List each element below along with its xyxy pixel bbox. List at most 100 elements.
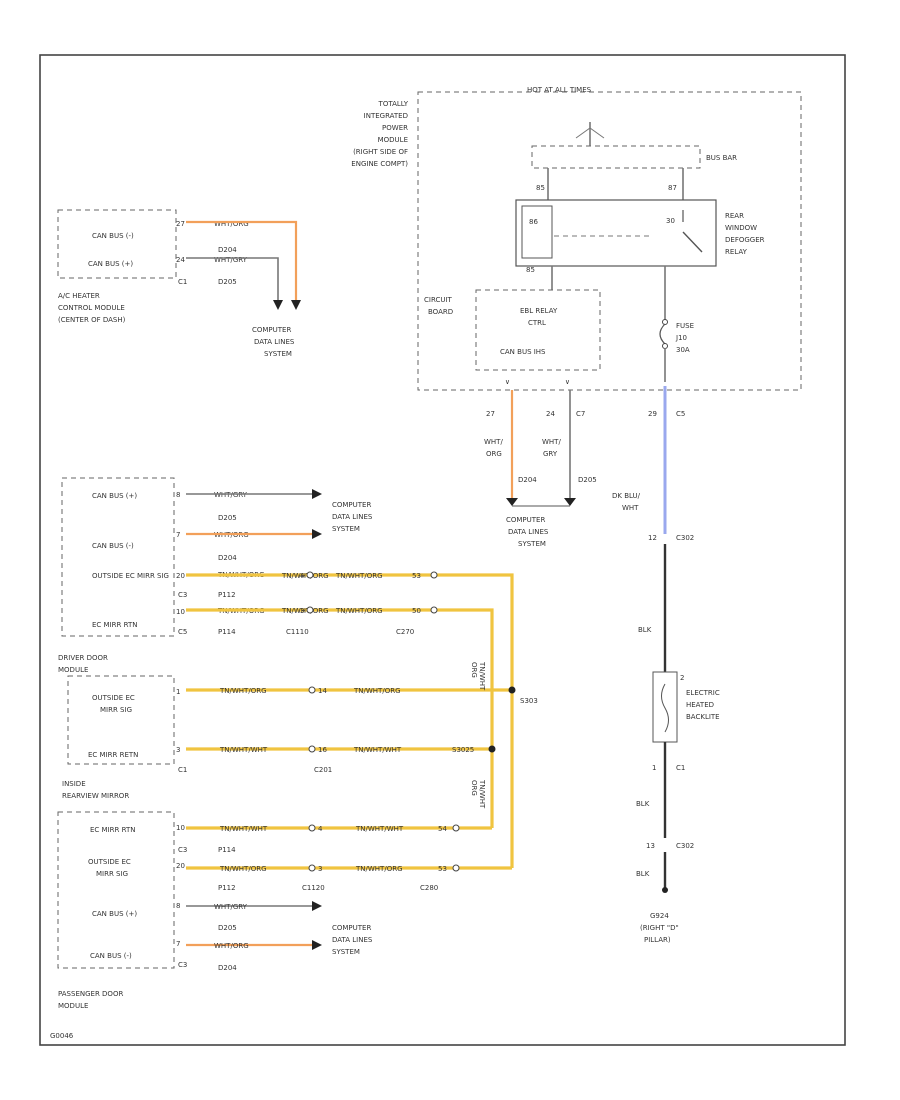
relay-pin-85: 85 xyxy=(526,266,535,274)
dkblu-color-1: DK BLU/ xyxy=(612,492,641,500)
out-pin-27-marker: ∨ xyxy=(505,378,510,386)
tipm-dest-3: SYSTEM xyxy=(518,540,546,548)
dd-arrow-minus xyxy=(312,529,322,539)
dd-row4-conn: P114 xyxy=(218,628,236,636)
pd-row2-pin: 20 xyxy=(176,862,185,870)
wire24-color-1: WHT/ xyxy=(542,438,561,446)
bus-bar-label: BUS BAR xyxy=(706,154,737,162)
dd-mirror-sig-wire xyxy=(186,573,514,868)
dd-c270: C270 xyxy=(396,628,414,636)
mirror-c1: C1 xyxy=(178,766,187,774)
dd-c1110-sig-pin xyxy=(306,571,314,579)
backlite-name-2: HEATED xyxy=(686,701,714,709)
fuse-terminal-bottom xyxy=(662,343,668,349)
dd-name-2: MODULE xyxy=(58,666,88,674)
tipm-conn-c7: C7 xyxy=(576,410,585,418)
pd-c3-b: C3 xyxy=(178,961,187,969)
mirror-row2-label: EC MIRR RETN xyxy=(88,751,138,759)
hvac-dest-2: DATA LINES xyxy=(254,338,295,346)
diagram-frame xyxy=(39,54,846,1046)
backlite-conn-c1: C1 xyxy=(676,764,685,772)
circuit-board-2: BOARD xyxy=(428,308,453,316)
backlite-name-1: ELECTRIC xyxy=(686,689,720,697)
hvac-row2-pin: 24 xyxy=(176,256,185,264)
dd-c270-sig-pin xyxy=(430,571,438,579)
tipm-boundary xyxy=(417,91,802,391)
tipm-conn-d204: D204 xyxy=(518,476,537,484)
driver-door-boundary xyxy=(61,477,175,637)
pd-row1-label: EC MIRR RTN xyxy=(90,826,135,834)
relay-pin-87: 87 xyxy=(668,184,677,192)
dd-row1-wire: WHT/GRY xyxy=(214,491,248,499)
relay-contact-switch xyxy=(682,231,703,253)
hvac-arrow-minus xyxy=(291,300,301,310)
dd-row3-conn: P112 xyxy=(218,591,236,599)
pd-row1-pin: 10 xyxy=(176,824,185,832)
mirror-row1-wire2: TN/WHT/ORG xyxy=(353,687,401,695)
dd-pin-a: 4 xyxy=(300,572,305,580)
dd-row4-wire-c: TN/WHT/ORG xyxy=(335,607,383,615)
hvac-can-plus-wire xyxy=(186,257,279,300)
fuse-label-3: 30A xyxy=(676,346,690,354)
mirror-row2-wire2: TN/WHT/WHT xyxy=(353,746,402,754)
arrow-d205-down xyxy=(564,498,576,506)
pd-row3-label: CAN BUS (+) xyxy=(92,910,137,918)
backlite-conn-c302-bottom: C302 xyxy=(676,842,694,850)
dd-arrow-plus xyxy=(312,489,322,499)
mirror-c201-sig-pin xyxy=(308,686,316,694)
hvac-dest-3: SYSTEM xyxy=(264,350,292,358)
pd-pin-b: 3 xyxy=(318,865,322,873)
bus-bar-box xyxy=(531,145,701,169)
fuse-terminal-top xyxy=(662,319,668,325)
hvac-arrow-plus xyxy=(273,300,283,310)
dd-row3-wire-c: TN/WHT/ORG xyxy=(335,572,383,580)
relay-pin-30: 30 xyxy=(666,217,675,225)
fuse-element xyxy=(659,323,666,345)
tipm-pin-24: 24 xyxy=(546,410,555,418)
dd-row4-label: EC MIRR RTN xyxy=(92,621,137,629)
hvac-row1-pin: 27 xyxy=(176,220,185,228)
dd-name-1: DRIVER DOOR xyxy=(58,654,108,662)
tipm-module: TOTALLY INTEGRATED POWER MODULE (RIGHT S… xyxy=(351,86,802,391)
pd-row2-label-1: OUTSIDE EC xyxy=(88,858,131,866)
backlite-pin-1: 1 xyxy=(652,764,656,772)
mirror-pin-a: 14 xyxy=(318,687,327,695)
pd-row4-conn: D204 xyxy=(218,964,237,972)
backlite-name-3: BACKLITE xyxy=(686,713,720,721)
pd-row3-pin: 8 xyxy=(176,902,180,910)
dd-pin-b: 3 xyxy=(300,607,304,615)
mirror-c201-rtn-pin xyxy=(308,745,316,753)
pd-dest-1: COMPUTER xyxy=(332,924,371,932)
hvac-row1-label: CAN BUS (-) xyxy=(92,232,134,240)
ground-1: G924 xyxy=(650,912,669,920)
dkblu-color-2: WHT xyxy=(622,504,639,512)
passenger-door-module: EC MIRR RTN OUTSIDE EC MIRR SIG CAN BUS … xyxy=(57,811,512,1010)
wire24-color-2: GRY xyxy=(543,450,558,458)
dd-row2-label: CAN BUS (-) xyxy=(92,542,134,550)
hvac-name-1: A/C HEATER xyxy=(58,292,100,300)
tipm-pin-27: 27 xyxy=(486,410,495,418)
tipm-title-5: (RIGHT SIDE OF xyxy=(353,148,408,156)
hvac-dest-1: COMPUTER xyxy=(252,326,291,334)
relay-label-1: REAR xyxy=(725,212,744,220)
pd-c3: C3 xyxy=(178,846,187,854)
inside-mirror-module: OUTSIDE EC MIRR SIG EC MIRR RETN 1 3 C1 … xyxy=(62,661,538,809)
mirror-s-upper: S303 xyxy=(520,697,538,705)
fuse-link-symbol xyxy=(575,127,605,139)
pd-dest-2: DATA LINES xyxy=(332,936,373,944)
backlite-pin-12: 12 xyxy=(648,534,657,542)
passenger-door-boundary xyxy=(57,811,175,969)
ebl-ctrl-1: EBL RELAY xyxy=(520,307,558,315)
tipm-title-2: INTEGRATED xyxy=(364,112,408,120)
hvac-boundary xyxy=(57,209,177,279)
pd-c1120-rtn-pin xyxy=(308,824,316,832)
relay-label-2: WINDOW xyxy=(725,224,757,232)
ebl-relay-ctrl-box xyxy=(475,289,601,371)
splice-s303 xyxy=(508,686,516,694)
pd-name-2: MODULE xyxy=(58,1002,88,1010)
dd-row4-wire-b: TN/WHT/ORG xyxy=(281,607,329,615)
can-bus-ihs: CAN BUS IHS xyxy=(500,348,546,356)
pd-name-1: PASSENGER DOOR xyxy=(58,990,123,998)
tipm-outputs: ∨ ∨ 27 24 C7 29 C5 WHT/ ORG WHT/ GRY D20… xyxy=(484,378,685,548)
